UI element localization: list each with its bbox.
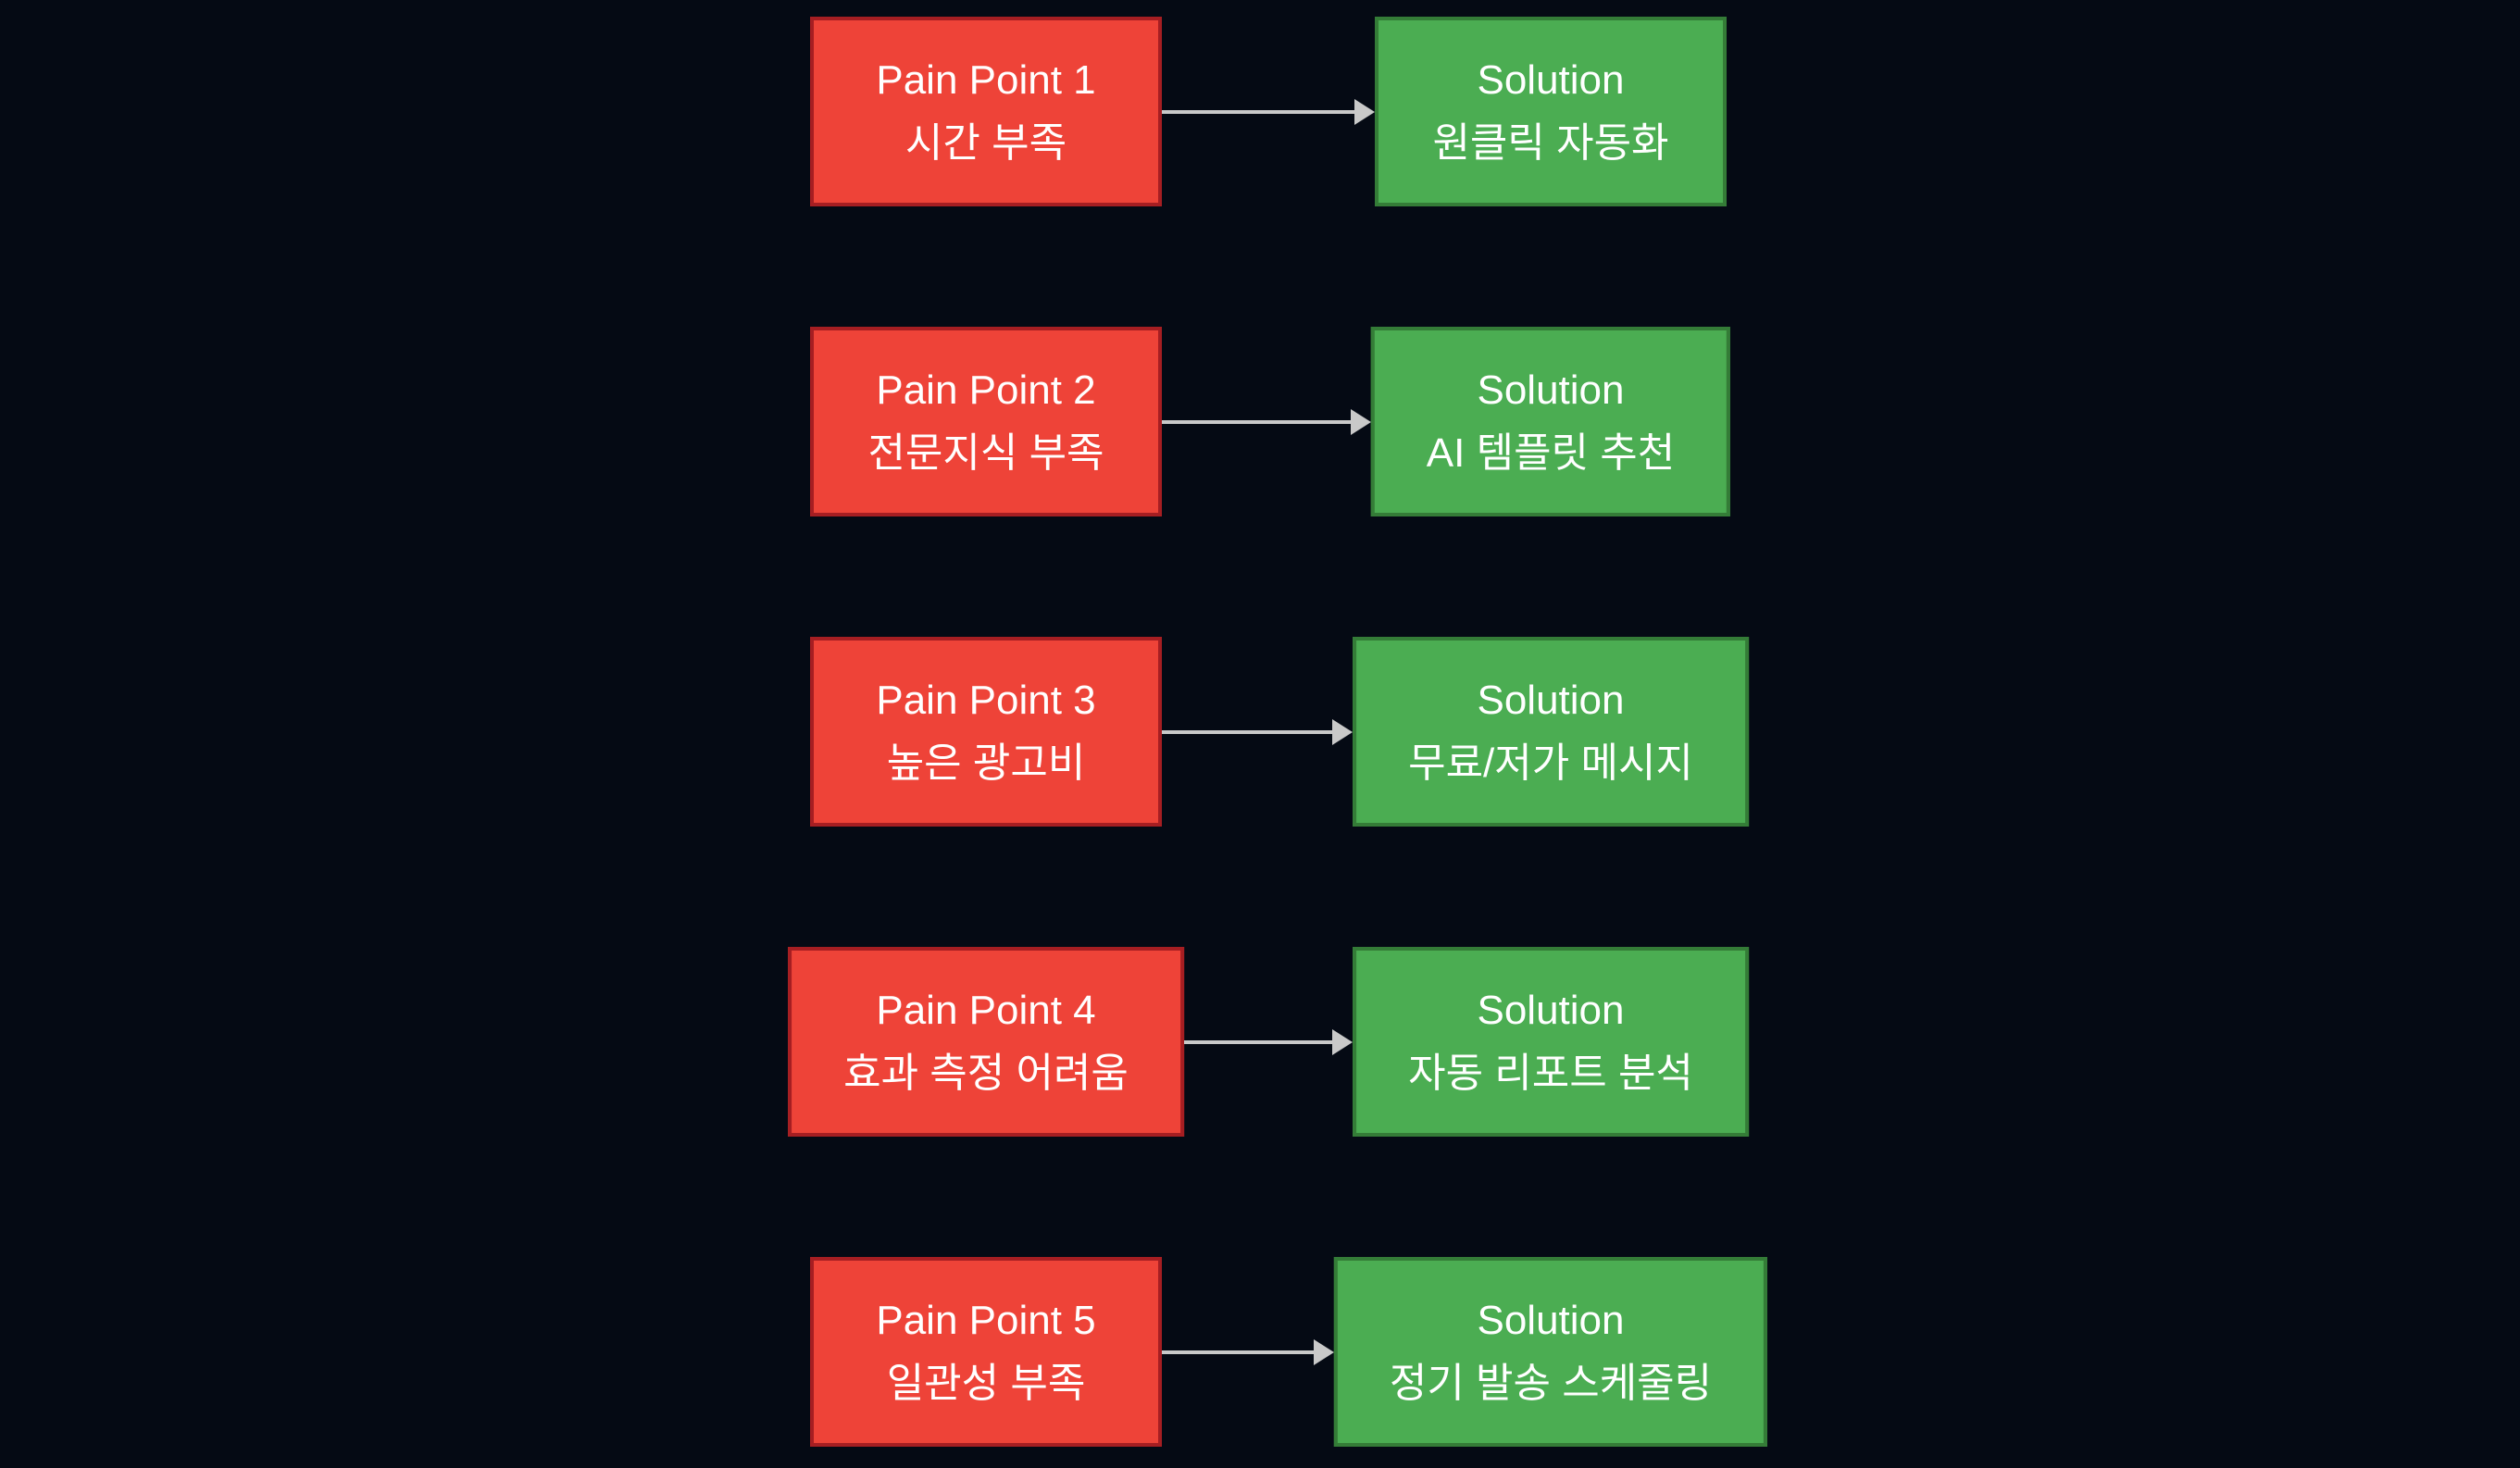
arrow-connector — [1162, 718, 1354, 746]
mapping-row: Pain Point 3 높은 광고비 Solution 무료/저가 메시지 — [0, 637, 2520, 827]
solution-subtitle: AI 템플릿 추천 — [1426, 429, 1676, 476]
pain-point-box: Pain Point 2 전문지식 부족 — [810, 327, 1162, 516]
solution-title: Solution — [1477, 1297, 1625, 1343]
pain-point-title: Pain Point 4 — [876, 987, 1096, 1033]
mapping-row: Pain Point 2 전문지식 부족 Solution AI 템플릿 추천 — [0, 327, 2520, 516]
solution-title: Solution — [1477, 367, 1625, 413]
mapping-row: Pain Point 5 일관성 부족 Solution 정기 발송 스케줄링 — [0, 1257, 2520, 1447]
arrow-shaft — [1162, 1350, 1317, 1354]
arrow-head-icon — [1332, 1028, 1354, 1055]
pain-point-title: Pain Point 2 — [876, 367, 1096, 413]
pain-point-subtitle: 높은 광고비 — [886, 740, 1086, 786]
solution-subtitle: 무료/저가 메시지 — [1408, 740, 1693, 786]
arrow-head-icon — [1313, 1338, 1334, 1365]
solution-title: Solution — [1477, 56, 1625, 103]
arrow-shaft — [1183, 1039, 1337, 1044]
arrow-head-icon — [1354, 98, 1375, 125]
arrow-shaft — [1162, 109, 1358, 114]
pain-point-title: Pain Point 3 — [876, 677, 1096, 723]
solution-box: Solution 원클릭 자동화 — [1375, 17, 1727, 206]
solution-subtitle: 자동 리포트 분석 — [1408, 1050, 1693, 1096]
arrow-shaft — [1162, 419, 1354, 424]
pain-point-box: Pain Point 1 시간 부족 — [810, 17, 1162, 206]
pain-point-box: Pain Point 5 일관성 부족 — [810, 1257, 1162, 1447]
arrow-connector — [1162, 1338, 1334, 1366]
pain-point-subtitle: 효과 측정 어려움 — [843, 1050, 1129, 1096]
arrow-connector — [1162, 98, 1375, 126]
pain-point-box: Pain Point 3 높은 광고비 — [810, 637, 1162, 827]
arrow-head-icon — [1350, 408, 1371, 435]
arrow-connector — [1162, 408, 1371, 436]
pain-point-title: Pain Point 5 — [876, 1297, 1096, 1343]
mapping-row: Pain Point 4 효과 측정 어려움 Solution 자동 리포트 분… — [0, 947, 2520, 1137]
pain-point-subtitle: 전문지식 부족 — [867, 429, 1104, 476]
pain-point-title: Pain Point 1 — [876, 56, 1096, 103]
arrow-shaft — [1162, 729, 1337, 734]
solution-title: Solution — [1477, 987, 1625, 1033]
arrow-head-icon — [1332, 718, 1354, 745]
pain-point-subtitle: 시간 부족 — [904, 119, 1067, 166]
solution-subtitle: 원클릭 자동화 — [1432, 119, 1669, 166]
mapping-row: Pain Point 1 시간 부족 Solution 원클릭 자동화 — [0, 17, 2520, 206]
solution-box: Solution AI 템플릿 추천 — [1370, 327, 1731, 516]
solution-subtitle: 정기 발송 스케줄링 — [1389, 1360, 1713, 1406]
solution-box: Solution 무료/저가 메시지 — [1353, 637, 1749, 827]
solution-box: Solution 정기 발송 스케줄링 — [1333, 1257, 1768, 1447]
solution-title: Solution — [1477, 677, 1625, 723]
solution-box: Solution 자동 리포트 분석 — [1353, 947, 1749, 1137]
pain-point-box: Pain Point 4 효과 측정 어려움 — [788, 947, 1184, 1137]
pain-point-subtitle: 일관성 부족 — [886, 1360, 1086, 1406]
arrow-connector — [1183, 1028, 1354, 1056]
